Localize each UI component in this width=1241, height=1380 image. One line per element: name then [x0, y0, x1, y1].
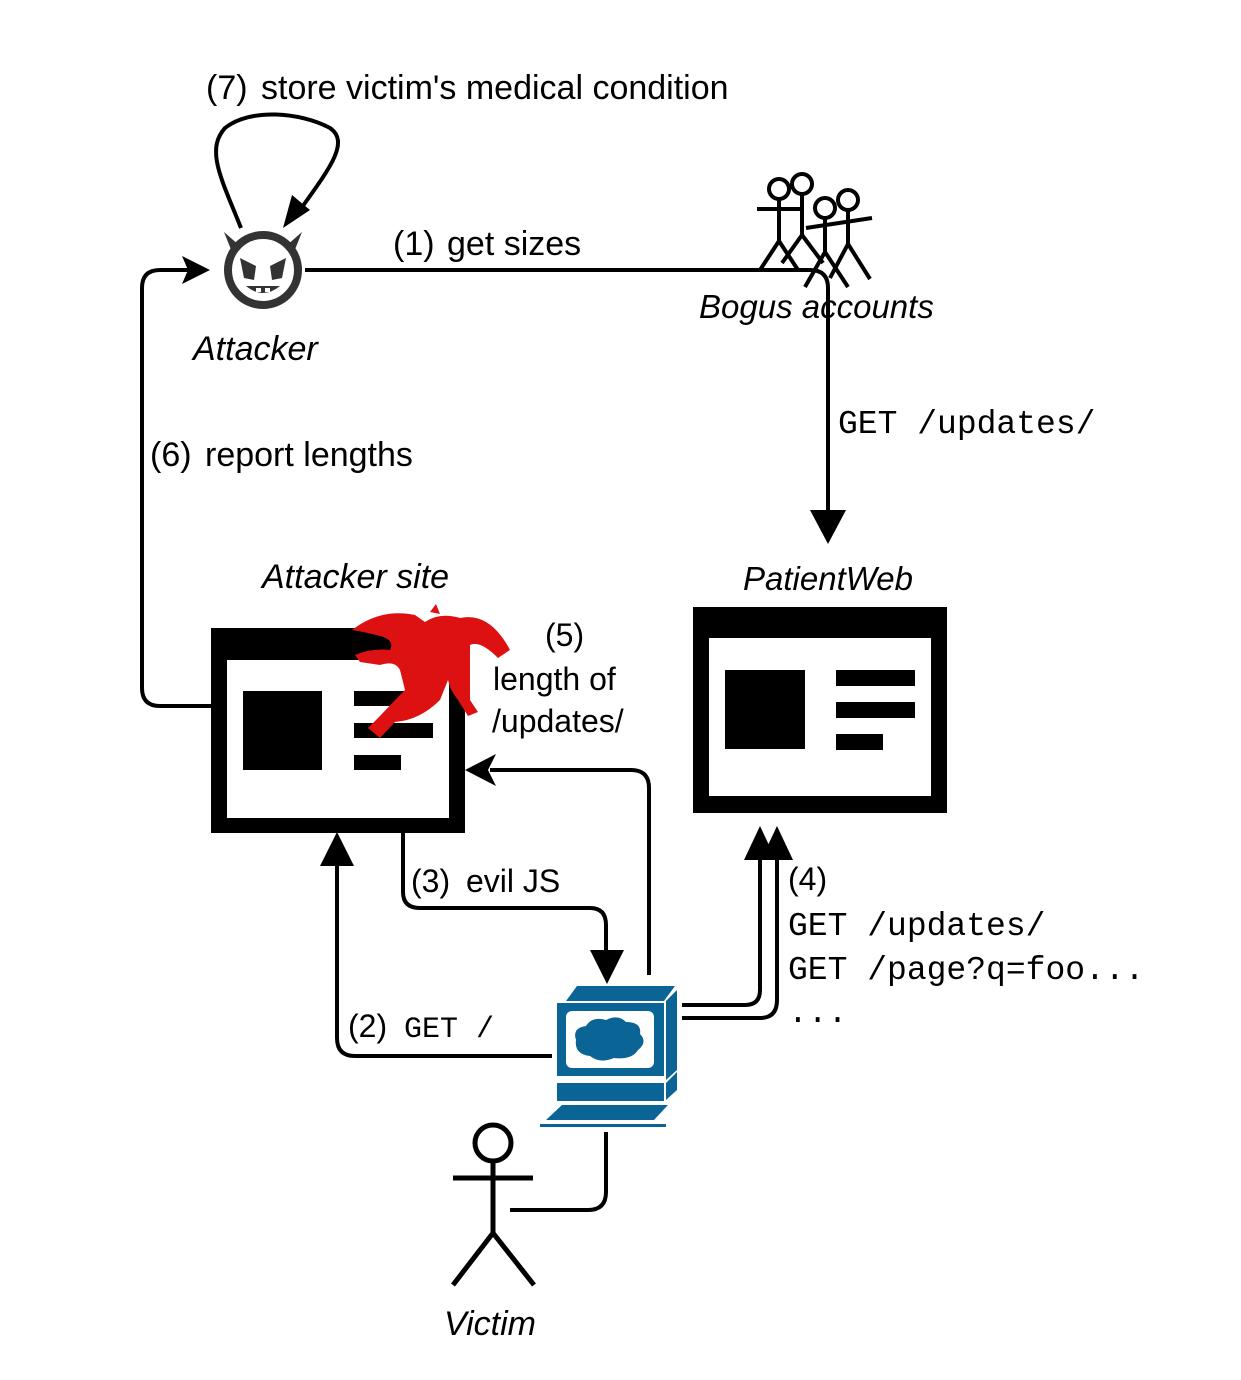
edge-bogus-get-updates: GET /updates/ — [838, 406, 1095, 443]
edge-2-get-root — [320, 832, 552, 1058]
devil-face-icon[interactable] — [224, 231, 302, 309]
arrowhead-to-patientweb — [810, 510, 846, 544]
edge-3-text: evil JS — [466, 863, 560, 899]
edge-5-line-1: length of — [493, 661, 616, 697]
edge-5-step: (5) — [545, 617, 584, 653]
attacker-label: Attacker — [191, 330, 319, 368]
edge-6-report-lengths — [140, 256, 212, 708]
edge-victim-uses-computer — [510, 1132, 608, 1212]
edge-7-label: (7) — [206, 69, 248, 107]
edge-4-line-1: GET /updates/ — [788, 908, 1045, 945]
arrowhead-to-computer — [590, 950, 624, 984]
edge-6-step: (6) — [150, 436, 192, 474]
edge-5-line-2: /updates/ — [492, 703, 624, 739]
desktop-computer-icon[interactable] — [540, 986, 677, 1127]
edge-1-get-sizes — [305, 268, 846, 544]
arrowhead-to-attacker-site — [465, 754, 496, 786]
edge-3-evil-js — [401, 832, 624, 984]
patientweb-web-page-icon[interactable] — [693, 607, 947, 813]
edge-7-text: store victim's medical condition — [261, 69, 729, 107]
attacker-site-label: Attacker site — [260, 558, 449, 596]
arrowhead-2 — [761, 826, 793, 860]
edge-1-text: get sizes — [447, 225, 581, 263]
arrowhead — [283, 195, 310, 228]
edge-4-line-2: GET /page?q=foo... — [788, 952, 1144, 989]
bogus-accounts-label: Bogus accounts — [699, 288, 934, 325]
group-stick-figures-icon[interactable] — [757, 172, 873, 289]
edge-4-line-3: ... — [788, 995, 847, 1032]
edge-4-requests — [682, 826, 793, 1020]
edge-2-step: (2) — [348, 1008, 387, 1044]
victim-label: Victim — [444, 1305, 536, 1343]
edge-2-code: GET / — [404, 1013, 494, 1047]
edge-4-step: (4) — [788, 861, 827, 897]
stick-figure-icon[interactable] — [451, 1122, 536, 1287]
edge-3-step: (3) — [411, 863, 450, 899]
edge-7-store-condition — [214, 112, 341, 229]
arrowhead-to-attacker-site — [320, 832, 354, 866]
edge-5-length — [465, 754, 651, 975]
arrowhead-to-attacker — [182, 256, 210, 284]
edge-6-text: report lengths — [205, 436, 413, 474]
edge-1-step: (1) — [393, 225, 435, 263]
red-dragon-icon — [352, 604, 510, 738]
patientweb-label: PatientWeb — [743, 560, 913, 597]
